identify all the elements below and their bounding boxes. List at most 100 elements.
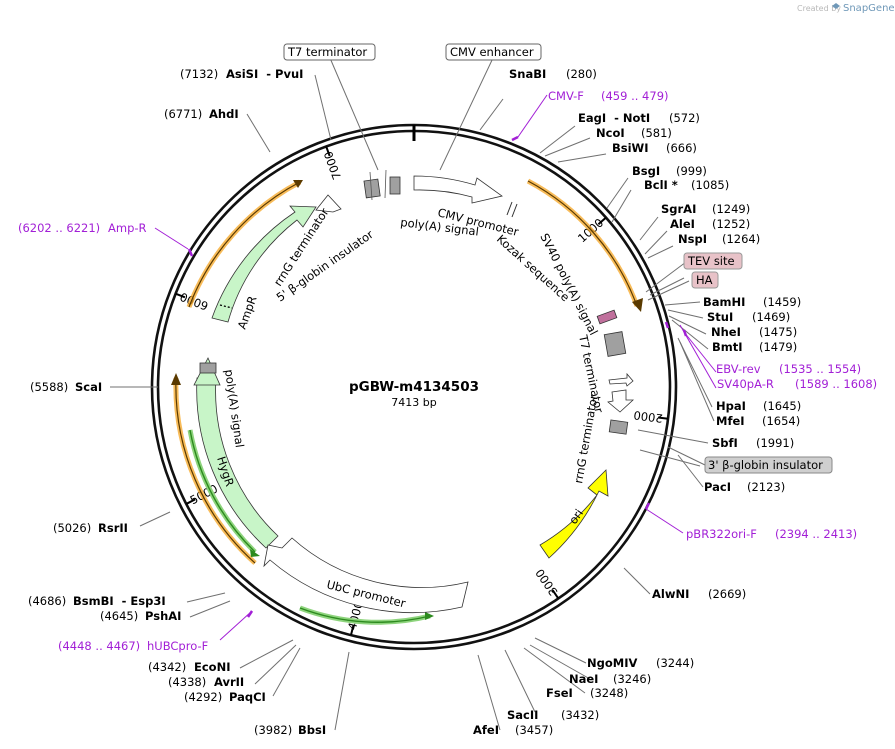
primer-ebv-rev: EBV-rev(1535 .. 1554)	[716, 362, 861, 376]
svg-text:AfeI: AfeI	[473, 723, 499, 737]
credit-brand: SnapGene	[843, 3, 895, 14]
site-sgrai: SgrAI(1249)	[661, 202, 750, 216]
svg-text:hUBCpro-F: hUBCpro-F	[147, 639, 208, 653]
ori-feature	[539, 469, 609, 559]
svg-text:BsgI: BsgI	[632, 164, 660, 178]
svg-text:FseI: FseI	[546, 686, 573, 700]
green-arc-ubc-arrow	[425, 612, 434, 620]
site-ahdi: (6771) AhdI	[164, 107, 239, 121]
svg-text:SV40pA-R: SV40pA-R	[717, 377, 774, 391]
svg-text:StuI: StuI	[707, 310, 733, 324]
svg-text:(4448 .. 4467): (4448 .. 4467)	[58, 639, 140, 653]
svg-text:(581): (581)	[641, 126, 672, 140]
svg-text:NgoMIV: NgoMIV	[587, 656, 637, 670]
svg-text:AsiSI - PvuI: AsiSI - PvuI	[226, 67, 303, 81]
green-arc-hyg-arrow	[250, 549, 260, 557]
svg-text:(1589 .. 1608): (1589 .. 1608)	[795, 377, 877, 391]
site-naei: NaeI (3246)	[569, 672, 651, 686]
plasmid-length: 7413 bp	[391, 396, 436, 409]
orf-arc-amp-arrow	[293, 180, 303, 188]
svg-text:(1249): (1249)	[712, 202, 750, 216]
svg-text:(666): (666)	[666, 141, 697, 155]
site-alei: AleI(1252)	[670, 217, 750, 231]
svg-text:(1654): (1654)	[762, 414, 800, 428]
site-econi: (4342)EcoNI	[148, 660, 230, 674]
svg-text:(4338): (4338)	[168, 675, 206, 689]
primer-pbr322ori-f: pBR322ori-F(2394 .. 2413)	[686, 527, 857, 541]
t7-ticks	[369, 169, 387, 201]
leader-lines	[110, 57, 715, 731]
snapgene-logo-icon	[832, 3, 840, 9]
svg-text:BsmBI - Esp3I: BsmBI - Esp3I	[73, 594, 166, 608]
boxed-label-ha: HA	[691, 271, 719, 289]
svg-text:(1252): (1252)	[712, 217, 750, 231]
svg-text:BclI *: BclI *	[644, 178, 678, 192]
site-alwni: AlwNI(2669)	[652, 587, 746, 601]
svg-text:(1085): (1085)	[691, 178, 729, 192]
tick-mark	[325, 146, 331, 157]
svg-text:(7132): (7132)	[180, 67, 218, 81]
svg-text:RsrII: RsrII	[98, 521, 128, 535]
site-bbsi: (3982)BbsI	[254, 723, 326, 737]
rrng-terminator-left-feature	[315, 194, 342, 213]
svg-text:NaeI: NaeI	[569, 672, 598, 686]
svg-text:SbfI: SbfI	[712, 436, 738, 450]
sv40-polya-box	[603, 331, 627, 357]
green-arc-hyg-line	[189, 429, 256, 553]
site-bsgi: BsgI (999)	[632, 164, 707, 178]
svg-text:CMV enhancer: CMV enhancer	[450, 45, 534, 59]
svg-text:(1264): (1264)	[722, 232, 760, 246]
site-stui: StuI(1469)	[707, 310, 790, 324]
svg-text:AhdI: AhdI	[209, 107, 239, 121]
site-bmti: BmtI(1479)	[712, 340, 797, 354]
site-pshai: (4645)PshAI	[100, 609, 181, 623]
svg-text:(1645): (1645)	[763, 399, 801, 413]
svg-text:NspI: NspI	[678, 232, 707, 246]
svg-text:(3246): (3246)	[613, 672, 651, 686]
svg-text:(6771): (6771)	[164, 107, 202, 121]
svg-text:PaqCI: PaqCI	[229, 690, 266, 704]
svg-text:(280): (280)	[566, 67, 597, 81]
tag-box	[596, 309, 618, 325]
svg-text:ScaI: ScaI	[75, 380, 102, 394]
plasmid-name: pGBW-m4134503	[349, 379, 479, 395]
kozak-mark	[506, 201, 518, 218]
rrng-terminator-right-feature	[607, 389, 635, 413]
site-paci: PacI(2123)	[704, 480, 785, 494]
primer-sv40pa-r: SV40pA-R (1589 .. 1608)	[717, 377, 877, 391]
svg-text:SnaBI: SnaBI	[509, 67, 546, 81]
svg-text:MfeI: MfeI	[716, 414, 745, 428]
hygr-feature	[196, 377, 279, 549]
orf-arc-hyg-line	[175, 377, 256, 564]
svg-text:(3244): (3244)	[656, 656, 694, 670]
site-paqci: (4292)PaqCI	[184, 690, 266, 704]
credit-text: Created by	[797, 4, 841, 13]
tick-mark	[551, 589, 560, 600]
svg-text:(4342): (4342)	[148, 660, 186, 674]
t7-arrow-small	[608, 372, 634, 387]
globin-insulator-box	[608, 419, 629, 435]
site-fsei: FseI(3248)	[546, 686, 628, 700]
tick-label: 3000	[533, 566, 561, 598]
svg-text:BmtI: BmtI	[712, 340, 743, 354]
svg-text:pBR322ori-F: pBR322ori-F	[686, 527, 757, 541]
svg-text:(6202 .. 6221): (6202 .. 6221)	[18, 221, 100, 235]
orf-arc-amp-line	[188, 181, 301, 308]
svg-text:AlwNI: AlwNI	[652, 587, 689, 601]
svg-text:EBV-rev: EBV-rev	[716, 362, 761, 376]
tick-label: 7000	[321, 149, 344, 181]
green-arc-ubc-line	[299, 607, 431, 623]
feature-label-ampr: AmpR	[235, 294, 260, 331]
site-nspi: NspI (1264)	[678, 232, 760, 246]
boxed-label-t7-terminator: T7 terminator	[283, 43, 376, 61]
svg-text:(459 .. 479): (459 .. 479)	[601, 89, 669, 103]
svg-text:(999): (999)	[676, 164, 707, 178]
site-ngomiv: NgoMIV (3244)	[587, 656, 694, 670]
boxed-label-globin-insulator-3: 3' β-globin insulator	[704, 456, 833, 474]
site-nhei: NheI(1475)	[711, 325, 797, 339]
svg-text:Amp-R: Amp-R	[108, 221, 147, 235]
boxed-label-tev-site: TEV site	[683, 252, 743, 270]
t7-terminator-box	[363, 178, 381, 199]
svg-text:(3432): (3432)	[561, 708, 599, 722]
site-sbfi: SbfI(1991)	[712, 436, 794, 450]
